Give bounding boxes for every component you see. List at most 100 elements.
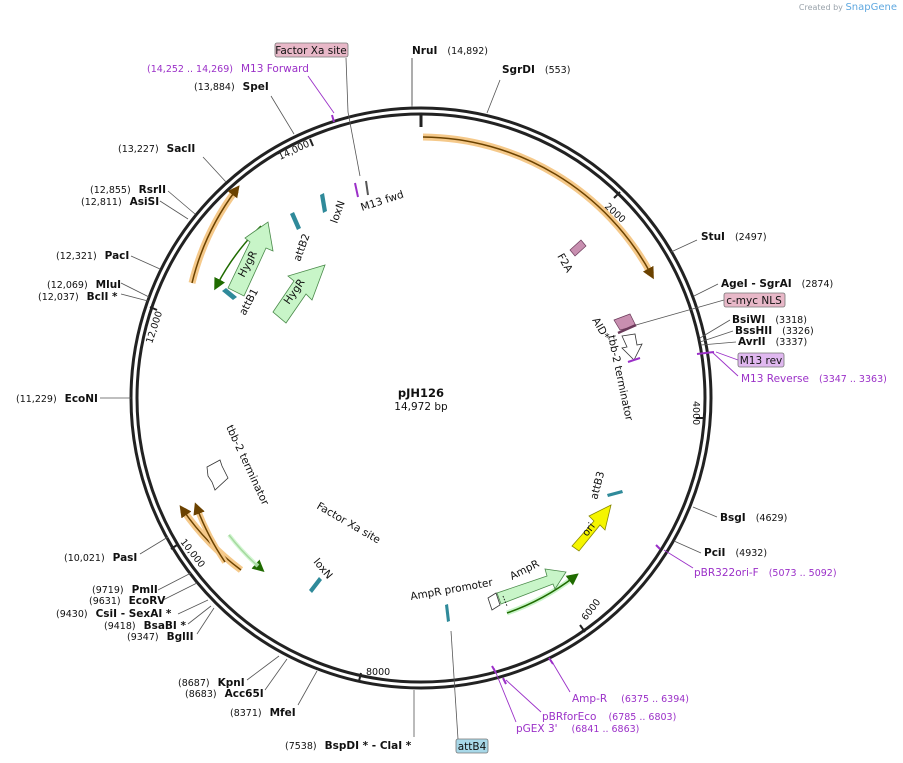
enzyme-bspdi-clai[interactable]: (7538)BspDI * - ClaI *	[285, 740, 412, 752]
enzyme-pasi[interactable]: (10,021)PasI	[64, 552, 137, 564]
enzyme-agei-sgrai[interactable]: AgeI - SgrAI(2874)	[721, 278, 833, 290]
leader-asisi	[159, 200, 189, 220]
leader-factorxa-top	[345, 57, 349, 113]
m13-fwd-mark-1	[354, 182, 359, 198]
leader-kpni	[246, 655, 280, 681]
enzyme-rsrii[interactable]: (12,855)RsrII	[90, 184, 166, 196]
ori-arrow	[571, 504, 612, 552]
cmyc-marker	[617, 323, 637, 335]
enzyme-nrui[interactable]: NruI(14,892)	[412, 45, 488, 57]
feature-factor-xa-site-inner[interactable]: Factor Xa site	[315, 500, 383, 546]
enzyme-csii-sexai[interactable]: (9430)CsiI - SexAI *	[56, 608, 172, 620]
loxn-upper-site	[320, 193, 327, 213]
enzyme-paci[interactable]: (12,321)PacI	[56, 250, 129, 262]
cmyc-box-label: c-myc NLS	[726, 295, 782, 307]
feature-ampr[interactable]: AmpR	[508, 558, 541, 583]
leader-sgrdi	[486, 79, 501, 114]
ampr-arrow	[496, 568, 567, 605]
leader-csii	[177, 599, 209, 615]
boxed-c-myc-nls[interactable]: c-myc NLS	[723, 292, 786, 308]
enzyme-pcii[interactable]: PciI(4932)	[704, 547, 767, 559]
leader-pgex	[493, 667, 517, 723]
leader-paci	[130, 255, 161, 270]
leader-ampr	[550, 659, 571, 693]
primer-pgex-mark	[502, 677, 507, 685]
primer-pbrforeco[interactable]: pBRforEco(6785 .. 6803)	[542, 711, 676, 723]
enzyme-spei[interactable]: (13,884)SpeI	[194, 81, 269, 93]
tick-label-12000: 12,000	[144, 310, 165, 345]
primer-pgex-3[interactable]: pGEX 3'(6841 .. 6863)	[516, 723, 639, 735]
leader-pbr322orif	[663, 549, 694, 569]
orf-arc-ll-green-band	[227, 533, 260, 568]
leader-stui	[670, 239, 698, 253]
leader-sacii	[202, 156, 227, 183]
leader-m13forward	[307, 75, 335, 114]
feature-ampr-promoter[interactable]: AmpR promoter	[409, 577, 494, 603]
ampr-promoter-arrow	[487, 592, 501, 611]
enzyme-pmli[interactable]: (9719)PmlI	[92, 584, 158, 596]
f2a-marker	[569, 239, 587, 257]
primer-m13fwd-mark	[331, 114, 335, 123]
attb4-site	[445, 604, 450, 622]
leader-pbrforeco	[505, 679, 542, 713]
enzyme-bsabi[interactable]: (9418)BsaBI *	[104, 620, 186, 632]
tbb2-terminator-right-arrow	[621, 333, 643, 361]
leader-bcli	[120, 293, 149, 302]
leader-bglii	[196, 607, 215, 635]
leader-avrii	[700, 341, 737, 346]
orf-arc-hyg-line	[191, 185, 240, 284]
enzyme-mfei[interactable]: (8371)MfeI	[230, 707, 296, 719]
boxed-factor-xa-site[interactable]: Factor Xa site	[274, 42, 349, 58]
tick-10000	[170, 544, 178, 550]
enzyme-bcli[interactable]: (12,037)BclI *	[38, 291, 118, 303]
primer-pbr322-mark	[655, 544, 661, 550]
enzyme-mlui[interactable]: (12,069)MluI	[47, 279, 121, 291]
credit-prefix: Created by	[798, 3, 843, 12]
boxed-m13-rev[interactable]: M13 rev	[737, 352, 785, 368]
tick-label-8000: 8000	[366, 667, 390, 678]
primer-m13-reverse[interactable]: M13 Reverse(3347 .. 3363)	[741, 373, 887, 385]
feature-m13-fwd[interactable]: M13 fwd	[359, 189, 405, 214]
hygr-arrow-upper	[227, 221, 274, 297]
leader-bsgi	[692, 506, 718, 518]
tick-14000	[309, 138, 314, 147]
leader-m13fwd-feature	[347, 111, 361, 177]
boxed-attb4[interactable]: attB4	[455, 738, 489, 754]
leader-bsshii	[699, 330, 734, 343]
enzyme-acc65i[interactable]: (8683)Acc65I	[185, 688, 264, 700]
tick-12000	[149, 306, 158, 311]
feature-loxn-lower[interactable]: loxN	[311, 556, 335, 581]
leader-mlui	[120, 282, 150, 298]
enzyme-econi[interactable]: (11,229)EcoNI	[16, 393, 98, 405]
leader-pasi	[139, 536, 169, 555]
primer-m13rev-mark	[696, 351, 715, 355]
primer-amp-r[interactable]: Amp-R(6375 .. 6394)	[572, 693, 689, 705]
feature-tbb2-terminator-left[interactable]: tbb-2 terminator	[223, 423, 271, 508]
primer-m13-forward[interactable]: (14,252 .. 14,269)M13 Forward	[147, 63, 309, 75]
feature-loxn-upper[interactable]: loxN	[329, 199, 348, 225]
enzyme-bsshii[interactable]: BssHII(3326)	[735, 325, 814, 337]
enzyme-sgrdi[interactable]: SgrDI(553)	[502, 64, 570, 76]
feature-attb2[interactable]: attB2	[292, 232, 313, 263]
enzyme-bsiwi[interactable]: BsiWI(3318)	[732, 314, 807, 326]
primer-pbr322ori-f[interactable]: pBR322ori-F(5073 .. 5092)	[694, 567, 837, 579]
enzyme-avrii[interactable]: AvrII(3337)	[738, 336, 807, 348]
orf-arc-top-band	[422, 133, 655, 276]
enzyme-bglii[interactable]: (9347)BglII	[127, 631, 194, 643]
enzyme-stui[interactable]: StuI(2497)	[701, 231, 767, 243]
leader-m13rev	[715, 351, 739, 361]
enzyme-kpni[interactable]: (8687)KpnI	[178, 677, 245, 689]
tick-2000	[613, 191, 621, 199]
m13-fwd-mark-2	[365, 180, 369, 196]
attb1-site	[222, 288, 237, 300]
enzyme-asisi[interactable]: (12,811)AsiSI	[81, 196, 159, 208]
enzyme-bsgi[interactable]: BsgI(4629)	[720, 512, 787, 524]
enzyme-sacii[interactable]: (13,227)SacII	[118, 143, 195, 155]
leader-bsabi	[187, 605, 212, 625]
tbb2-terminator-left-arrow	[206, 459, 229, 491]
feature-attb3[interactable]: attB3	[588, 470, 607, 501]
enzyme-ecorv[interactable]: (9631)EcoRV	[89, 595, 166, 607]
feature-f2a[interactable]: F2A	[554, 252, 575, 276]
leader-m13reverse	[711, 351, 739, 377]
